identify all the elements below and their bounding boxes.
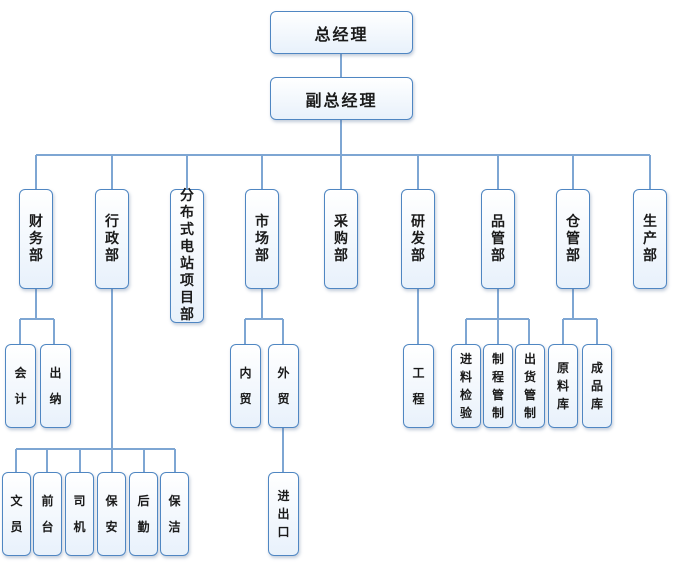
admin-security: 保安 <box>97 472 126 556</box>
qa-outgoing: 出货管制 <box>515 344 545 428</box>
warehouse-raw-label: 原料库 <box>557 361 570 411</box>
dept-admin-label: 行政部 <box>105 213 119 264</box>
warehouse-raw: 原料库 <box>548 344 578 428</box>
rnd-engineering: 工程 <box>403 344 434 428</box>
dgm-label: 副总经理 <box>305 90 378 110</box>
dept-qa-label: 品管部 <box>491 213 505 264</box>
market-domestic: 内贸 <box>230 344 261 428</box>
admin-clerk: 文员 <box>2 472 31 556</box>
dept-rnd: 研发部 <box>401 189 435 289</box>
dept-purchase: 采购部 <box>324 189 358 289</box>
warehouse-finished: 成品库 <box>582 344 612 428</box>
dept-qa: 品管部 <box>481 189 515 289</box>
qa-process-label: 制程管制 <box>492 352 505 420</box>
dept-production-label: 生产部 <box>643 213 657 264</box>
qa-incoming: 进料检验 <box>451 344 481 428</box>
dgm-box: 副总经理 <box>270 77 413 120</box>
finance-accounting: 会计 <box>5 344 36 428</box>
dept-market-label: 市场部 <box>255 213 269 264</box>
admin-reception-label: 前台 <box>41 494 54 534</box>
warehouse-finished-label: 成品库 <box>591 361 604 411</box>
dept-rnd-label: 研发部 <box>411 213 425 264</box>
market-foreign: 外贸 <box>268 344 299 428</box>
market-domestic-label: 内贸 <box>239 366 252 406</box>
dept-market: 市场部 <box>245 189 279 289</box>
dept-finance-label: 财务部 <box>29 213 43 264</box>
dept-warehouse: 仓管部 <box>556 189 590 289</box>
admin-logistics: 后勤 <box>129 472 158 556</box>
market-foreign-label: 外贸 <box>277 366 290 406</box>
admin-cleaning-label: 保洁 <box>168 494 181 534</box>
qa-outgoing-label: 出货管制 <box>524 352 537 420</box>
dept-dpv-label: 分布式电站项目部 <box>180 188 194 323</box>
admin-cleaning: 保洁 <box>160 472 189 556</box>
qa-incoming-label: 进料检验 <box>460 352 473 420</box>
market-import-export-label: 进出口 <box>277 489 290 539</box>
finance-cashier: 出纳 <box>40 344 71 428</box>
dept-production: 生产部 <box>633 189 667 289</box>
dept-admin: 行政部 <box>95 189 129 289</box>
dept-purchase-label: 采购部 <box>334 213 348 264</box>
dept-finance: 财务部 <box>19 189 53 289</box>
admin-driver-label: 司机 <box>73 494 86 534</box>
finance-cashier-label: 出纳 <box>49 366 62 406</box>
market-import-export: 进出口 <box>268 472 299 556</box>
admin-security-label: 保安 <box>105 494 118 534</box>
finance-accounting-label: 会计 <box>14 366 27 406</box>
dept-warehouse-label: 仓管部 <box>566 213 580 264</box>
dept-dpv: 分布式电站项目部 <box>170 188 204 323</box>
admin-driver: 司机 <box>65 472 94 556</box>
gm-box: 总经理 <box>270 11 413 54</box>
gm-label: 总经理 <box>314 24 369 44</box>
admin-logistics-label: 后勤 <box>137 494 150 534</box>
rnd-engineering-label: 工程 <box>412 366 425 406</box>
admin-clerk-label: 文员 <box>10 494 23 534</box>
admin-reception: 前台 <box>33 472 62 556</box>
qa-process: 制程管制 <box>483 344 513 428</box>
